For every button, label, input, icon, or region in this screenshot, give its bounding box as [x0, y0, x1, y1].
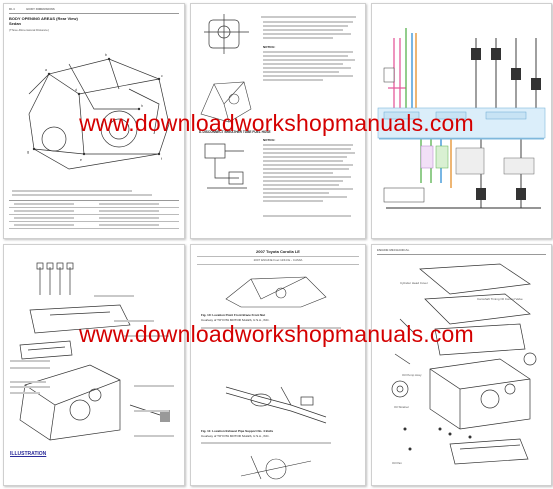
svg-text:h: h — [141, 104, 143, 108]
part-label-oil-strainer: Oil Strainer — [394, 405, 410, 409]
manual-page-wiring-diagram — [371, 3, 552, 239]
engine-block-illustration — [391, 263, 537, 465]
part-label-oil-pan: Oil Pan — [392, 461, 402, 465]
engine-exploded-illustration — [19, 262, 170, 441]
fuel-tube-illustration — [204, 14, 249, 54]
section-subtitle: Sedan — [9, 21, 22, 26]
manual-page-engine-exploded: ENGINE MECHANICAL Cylinder Head Cover Ca… — [371, 244, 552, 486]
svg-text:d: d — [75, 88, 77, 92]
manual-title: 2007 Toyota Corolla LE — [256, 249, 300, 254]
svg-text:g: g — [27, 150, 29, 154]
svg-text:a: a — [45, 68, 47, 72]
engine-bay-illustration — [200, 81, 252, 123]
manifold-illustration — [240, 455, 312, 480]
svg-text:e: e — [80, 158, 82, 162]
manual-page-fuel-hose: NOTICE: 8. DISCONNECT BREATHER TUBE FUEL… — [190, 3, 366, 239]
procedure-heading: 8. DISCONNECT BREATHER TUBE FUEL HOSE — [199, 130, 271, 134]
part-label-camshaft-valve: Camshaft Timing Oil Control Valve — [477, 297, 523, 301]
front-brace-illustration — [225, 276, 327, 308]
svg-text:c: c — [161, 74, 163, 78]
car-body-rear-illustration: a b c d e f g h — [27, 53, 170, 170]
svg-text:f: f — [161, 157, 162, 161]
breather-tube-illustration — [204, 143, 247, 189]
manual-page-corolla-exhaust: 2007 Toyota Corolla LE 2007 ENGINE Fuel … — [190, 244, 366, 486]
manual-page-body-dimensions: DI-4 BODY DIMENSIONS BODY OPENING AREAS … — [3, 3, 185, 239]
section-title: BODY OPENING AREAS (Rear View) — [9, 16, 78, 21]
figure-courtesy-2: Courtesy of TOYOTA MOTOR SALES, U.S.A., … — [201, 434, 270, 438]
page-header-right: ENGINE MECHANICAL — [377, 248, 410, 252]
exhaust-pipe-illustration — [225, 386, 327, 424]
svg-text:b: b — [105, 53, 107, 57]
figure-courtesy-1: Courtesy of TOYOTA MOTOR SALES, U.S.A., … — [201, 318, 270, 322]
dimension-note: (Three-Dimensional Distance) — [9, 28, 49, 32]
notice2-label: NOTICE: — [263, 138, 276, 142]
notice-label: NOTICE: — [263, 45, 276, 49]
part-label-oil-pump: Oil Pump Assy — [402, 373, 422, 377]
part-label-cylinder-head-cover: Cylinder Head Cover — [400, 281, 428, 285]
manual-page-engine-parts: ILLUSTRATION — [3, 244, 185, 486]
figure-caption-2: Fig. 11: Location Exhaust Pipe Support N… — [201, 429, 274, 433]
wiring-diagram — [376, 8, 547, 234]
illustration-link[interactable]: ILLUSTRATION — [10, 451, 47, 457]
manual-subtitle: 2007 ENGINE Fuel 1ZZ-FE - CAMIA — [253, 258, 303, 262]
page-header: DI-4 BODY DIMENSIONS — [9, 7, 55, 11]
figure-caption-1: Fig. 10: Location Point Front Brace Fron… — [201, 313, 266, 317]
